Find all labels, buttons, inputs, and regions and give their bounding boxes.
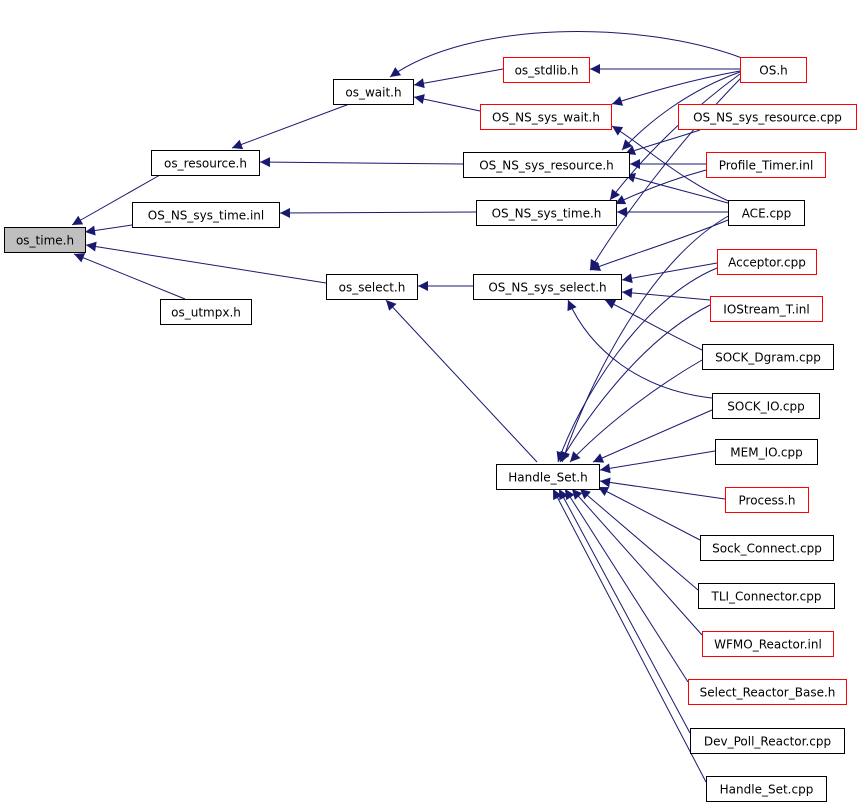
edge-os-ns-sys-resource-h-to-os-resource (259, 157, 464, 168)
edge-handle-set-cpp-to-handle-set (552, 488, 707, 783)
svg-text:Handle_Set.h: Handle_Set.h (508, 471, 587, 485)
edge-tli-connector-to-handle-set (579, 488, 699, 591)
edge-os-ns-sys-time-h-to-inl (279, 207, 477, 218)
svg-text:SOCK_Dgram.cpp: SOCK_Dgram.cpp (715, 351, 821, 365)
node-ace-cpp[interactable]: ACE.cpp (728, 200, 805, 226)
edge-select-reactor-base-to-handle-set (564, 488, 689, 683)
edge-iostream-to-handle-set (559, 304, 711, 463)
svg-text:TLI_Connector.cpp: TLI_Connector.cpp (711, 590, 822, 604)
svg-text:OS_NS_sys_resource.cpp: OS_NS_sys_resource.cpp (693, 111, 842, 125)
svg-text:Dev_Poll_Reactor.cpp: Dev_Poll_Reactor.cpp (704, 735, 831, 749)
svg-text:Handle_Set.cpp: Handle_Set.cpp (720, 783, 814, 797)
edge-profile-timer-to-sys-time-h (614, 169, 707, 205)
node-os-ns-sys-select-h[interactable]: OS_NS_sys_select.h (473, 274, 622, 300)
edge-sock-dgram-to-handle-set (569, 359, 703, 463)
svg-text:SOCK_IO.cpp: SOCK_IO.cpp (727, 400, 804, 414)
svg-text:OS_NS_sys_time.h: OS_NS_sys_time.h (492, 207, 602, 221)
edge-acceptor-to-handle-set (556, 267, 718, 463)
node-os-resource-h[interactable]: os_resource.h (151, 150, 260, 176)
node-sock-io-cpp[interactable]: SOCK_IO.cpp (712, 393, 820, 419)
edge-ace-to-sys-select (589, 219, 729, 271)
node-os-ns-sys-resource-h[interactable]: OS_NS_sys_resource.h (463, 152, 630, 178)
svg-text:OS.h: OS.h (759, 64, 787, 78)
svg-text:OS_NS_sys_wait.h: OS_NS_sys_wait.h (492, 111, 600, 125)
svg-text:OS_NS_sys_time.inl: OS_NS_sys_time.inl (148, 209, 264, 223)
node-os-utmpx-h[interactable]: os_utmpx.h (160, 299, 252, 325)
svg-text:Process.h: Process.h (739, 494, 796, 508)
node-os-wait-h[interactable]: os_wait.h (333, 79, 414, 105)
node-select-reactor-base-h[interactable]: Select_Reactor_Base.h (688, 679, 847, 705)
edge-os-h-to-os-wait (389, 31, 743, 78)
svg-text:WFMO_Reactor.inl: WFMO_Reactor.inl (714, 638, 822, 652)
edge-sock-connect-to-handle-set (597, 486, 701, 541)
node-dev-poll-reactor-cpp[interactable]: Dev_Poll_Reactor.cpp (690, 728, 845, 754)
svg-text:Select_Reactor_Base.h: Select_Reactor_Base.h (700, 686, 836, 700)
edge-ace-to-sys-wait (611, 125, 736, 205)
edge-os-wait-to-os-resource (231, 102, 353, 150)
node-wfmo-reactor-inl[interactable]: WFMO_Reactor.inl (702, 631, 834, 657)
edge-os-stdlib-to-os-wait (413, 68, 504, 89)
edge-os-ns-sys-time-inl-to-os-time (84, 224, 133, 236)
edges (71, 31, 743, 783)
svg-text:os_select.h: os_select.h (339, 281, 406, 295)
edge-os-h-to-os-ns-sys-time-h (609, 73, 741, 201)
svg-text:Acceptor.cpp: Acceptor.cpp (728, 256, 806, 270)
node-handle-set-cpp[interactable]: Handle_Set.cpp (706, 776, 827, 802)
svg-text:os_wait.h: os_wait.h (345, 86, 401, 100)
edge-os-h-to-os-ns-sys-select (589, 76, 743, 271)
svg-text:os_resource.h: os_resource.h (164, 157, 247, 171)
edge-sock-io-to-sys-select (567, 299, 713, 399)
node-mem-io-cpp[interactable]: MEM_IO.cpp (715, 439, 818, 465)
edge-os-resource-to-os-time (71, 174, 161, 226)
node-acceptor-cpp[interactable]: Acceptor.cpp (717, 249, 817, 275)
svg-text:os_utmpx.h: os_utmpx.h (171, 306, 241, 320)
nodes: os_time.h os_resource.h os_wait.h os_std… (4, 57, 857, 802)
node-os-stdlib-h[interactable]: os_stdlib.h (503, 57, 590, 83)
svg-text:ACE.cpp: ACE.cpp (742, 207, 792, 221)
node-os-time-h[interactable]: os_time.h (4, 227, 86, 253)
node-profile-timer-inl[interactable]: Profile_Timer.inl (706, 152, 826, 178)
edge-mem-io-to-handle-set (599, 450, 716, 474)
svg-text:IOStream_T.inl: IOStream_T.inl (723, 303, 809, 317)
node-process-h[interactable]: Process.h (725, 487, 809, 513)
svg-text:os_stdlib.h: os_stdlib.h (515, 64, 579, 78)
node-tli-connector-cpp[interactable]: TLI_Connector.cpp (698, 583, 835, 609)
node-sock-connect-cpp[interactable]: Sock_Connect.cpp (700, 535, 834, 561)
node-os-ns-sys-time-h[interactable]: OS_NS_sys_time.h (476, 200, 617, 226)
node-os-h[interactable]: OS.h (740, 57, 807, 83)
edge-iostream-to-sys-select (621, 287, 711, 301)
svg-text:os_time.h: os_time.h (16, 234, 74, 248)
node-handle-set-h[interactable]: Handle_Set.h (496, 464, 600, 490)
node-iostream-t-inl[interactable]: IOStream_T.inl (710, 296, 823, 322)
svg-text:Sock_Connect.cpp: Sock_Connect.cpp (712, 542, 822, 556)
node-os-ns-sys-wait-h[interactable]: OS_NS_sys_wait.h (480, 104, 612, 130)
edge-sock-dgram-to-sys-select (604, 299, 703, 351)
edge-dev-poll-to-handle-set (558, 488, 691, 734)
edge-sock-io-to-handle-set (592, 409, 713, 463)
edge-wfmo-to-handle-set (571, 488, 703, 636)
svg-text:OS_NS_sys_select.h: OS_NS_sys_select.h (488, 281, 606, 295)
node-sock-dgram-cpp[interactable]: SOCK_Dgram.cpp (702, 344, 834, 370)
node-os-select-h[interactable]: os_select.h (326, 274, 418, 300)
edge-os-h-to-os-ns-sys-wait (611, 70, 741, 106)
edge-os-utmpx-to-os-time (73, 253, 186, 300)
edge-os-select-to-os-time (85, 241, 327, 284)
node-os-ns-sys-time-inl[interactable]: OS_NS_sys_time.inl (132, 202, 280, 228)
svg-text:Profile_Timer.inl: Profile_Timer.inl (719, 159, 814, 173)
edge-handle-set-h-to-os-select (385, 299, 538, 463)
edge-ace-to-handle-set (560, 214, 731, 463)
edge-acceptor-to-sys-select (621, 262, 718, 284)
svg-text:MEM_IO.cpp: MEM_IO.cpp (730, 446, 802, 460)
node-os-ns-sys-resource-cpp[interactable]: OS_NS_sys_resource.cpp (678, 104, 857, 130)
edge-process-to-handle-set (599, 477, 726, 500)
edge-os-ns-sys-wait-to-os-wait (413, 94, 481, 112)
svg-text:OS_NS_sys_resource.h: OS_NS_sys_resource.h (479, 159, 614, 173)
edge-ace-to-resource-h (624, 172, 736, 206)
